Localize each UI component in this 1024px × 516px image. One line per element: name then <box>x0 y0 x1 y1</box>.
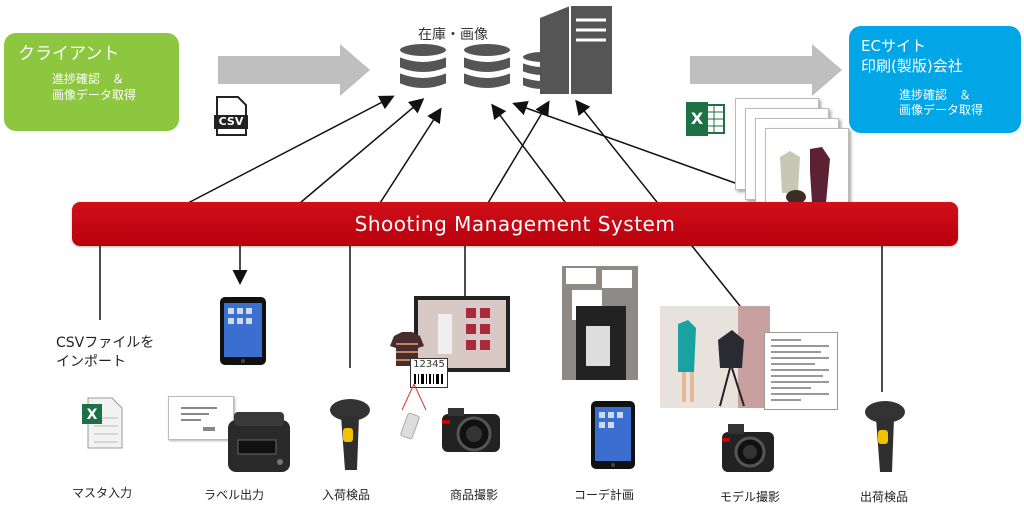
station-connectors <box>99 246 883 392</box>
client-title: クライアント <box>18 44 120 64</box>
database-icon <box>462 42 512 90</box>
client-line-2: 画像データ取得 <box>52 88 137 102</box>
ec-line-1: 進捗確認 ＆ <box>899 88 972 102</box>
excel-document-icon: X <box>80 396 126 450</box>
csv-import-line-1: CSVファイルを <box>56 335 155 351</box>
server-icon <box>540 6 612 94</box>
ec-title-line-1: ECサイト <box>861 37 926 55</box>
rfid-tag-icon <box>400 384 427 440</box>
ec-title: ECサイト 印刷(製版)会社 <box>861 36 963 76</box>
monitor-screen <box>418 300 506 368</box>
model-photo <box>660 306 770 408</box>
client-line-1: 進捗確認 ＆ <box>52 72 125 86</box>
station-label-master-input: マスタ入力 <box>72 486 133 500</box>
barcode-scanner-icon <box>327 398 373 474</box>
csv-import-note: CSVファイルを インポート <box>56 334 154 372</box>
ec-subtitle: 進捗確認 ＆ 画像データ取得 <box>899 88 983 118</box>
ec-title-line-2: 印刷(製版)会社 <box>861 57 963 75</box>
station-label-arrival-inspection: 入荷検品 <box>322 488 371 502</box>
station-label-coordination: コーデ計画 <box>574 488 635 502</box>
coordination-photo <box>562 266 638 380</box>
spec-sheet <box>764 332 838 410</box>
station-label-shipping-inspection: 出荷検品 <box>860 490 909 504</box>
polo-shirt-icon <box>388 330 426 368</box>
csv-import-line-2: インポート <box>56 354 126 370</box>
center-title: 在庫・画像 <box>418 27 488 43</box>
client-subtitle: 進捗確認 ＆ 画像データ取得 <box>52 71 136 103</box>
station-label-label-output: ラベル出力 <box>204 488 265 502</box>
printed-label <box>168 396 234 440</box>
camera-icon <box>720 420 776 476</box>
barcode-scanner-icon <box>862 400 908 476</box>
label-printer-icon <box>224 410 294 474</box>
station-label-model-photo: モデル撮影 <box>720 490 781 504</box>
barcode-tag: 12345 <box>410 358 448 388</box>
database-icon <box>398 42 448 90</box>
station-label-product-photo: 商品撮影 <box>450 488 499 502</box>
ec-line-2: 画像データ取得 <box>899 103 984 117</box>
ec-site-box: ECサイト 印刷(製版)会社 進捗確認 ＆ 画像データ取得 <box>849 26 1021 133</box>
csv-icon-text: CSV <box>218 115 244 128</box>
tablet-icon <box>590 400 636 470</box>
excel-icon: X <box>686 102 726 136</box>
system-title: Shooting Management System <box>354 212 676 236</box>
shooting-management-system-bar: Shooting Management System <box>72 202 958 246</box>
server-to-ec-arrow <box>690 44 842 96</box>
tablet-icon <box>219 296 267 366</box>
client-to-server-arrow <box>218 44 370 96</box>
barcode-tag-number: 12345 <box>413 359 445 370</box>
csv-file-icon: CSV <box>214 96 248 136</box>
svg-text:X: X <box>87 407 98 423</box>
excel-icon-letter: X <box>690 109 704 128</box>
client-box: クライアント 進捗確認 ＆ 画像データ取得 <box>4 33 179 131</box>
camera-icon <box>440 402 504 456</box>
